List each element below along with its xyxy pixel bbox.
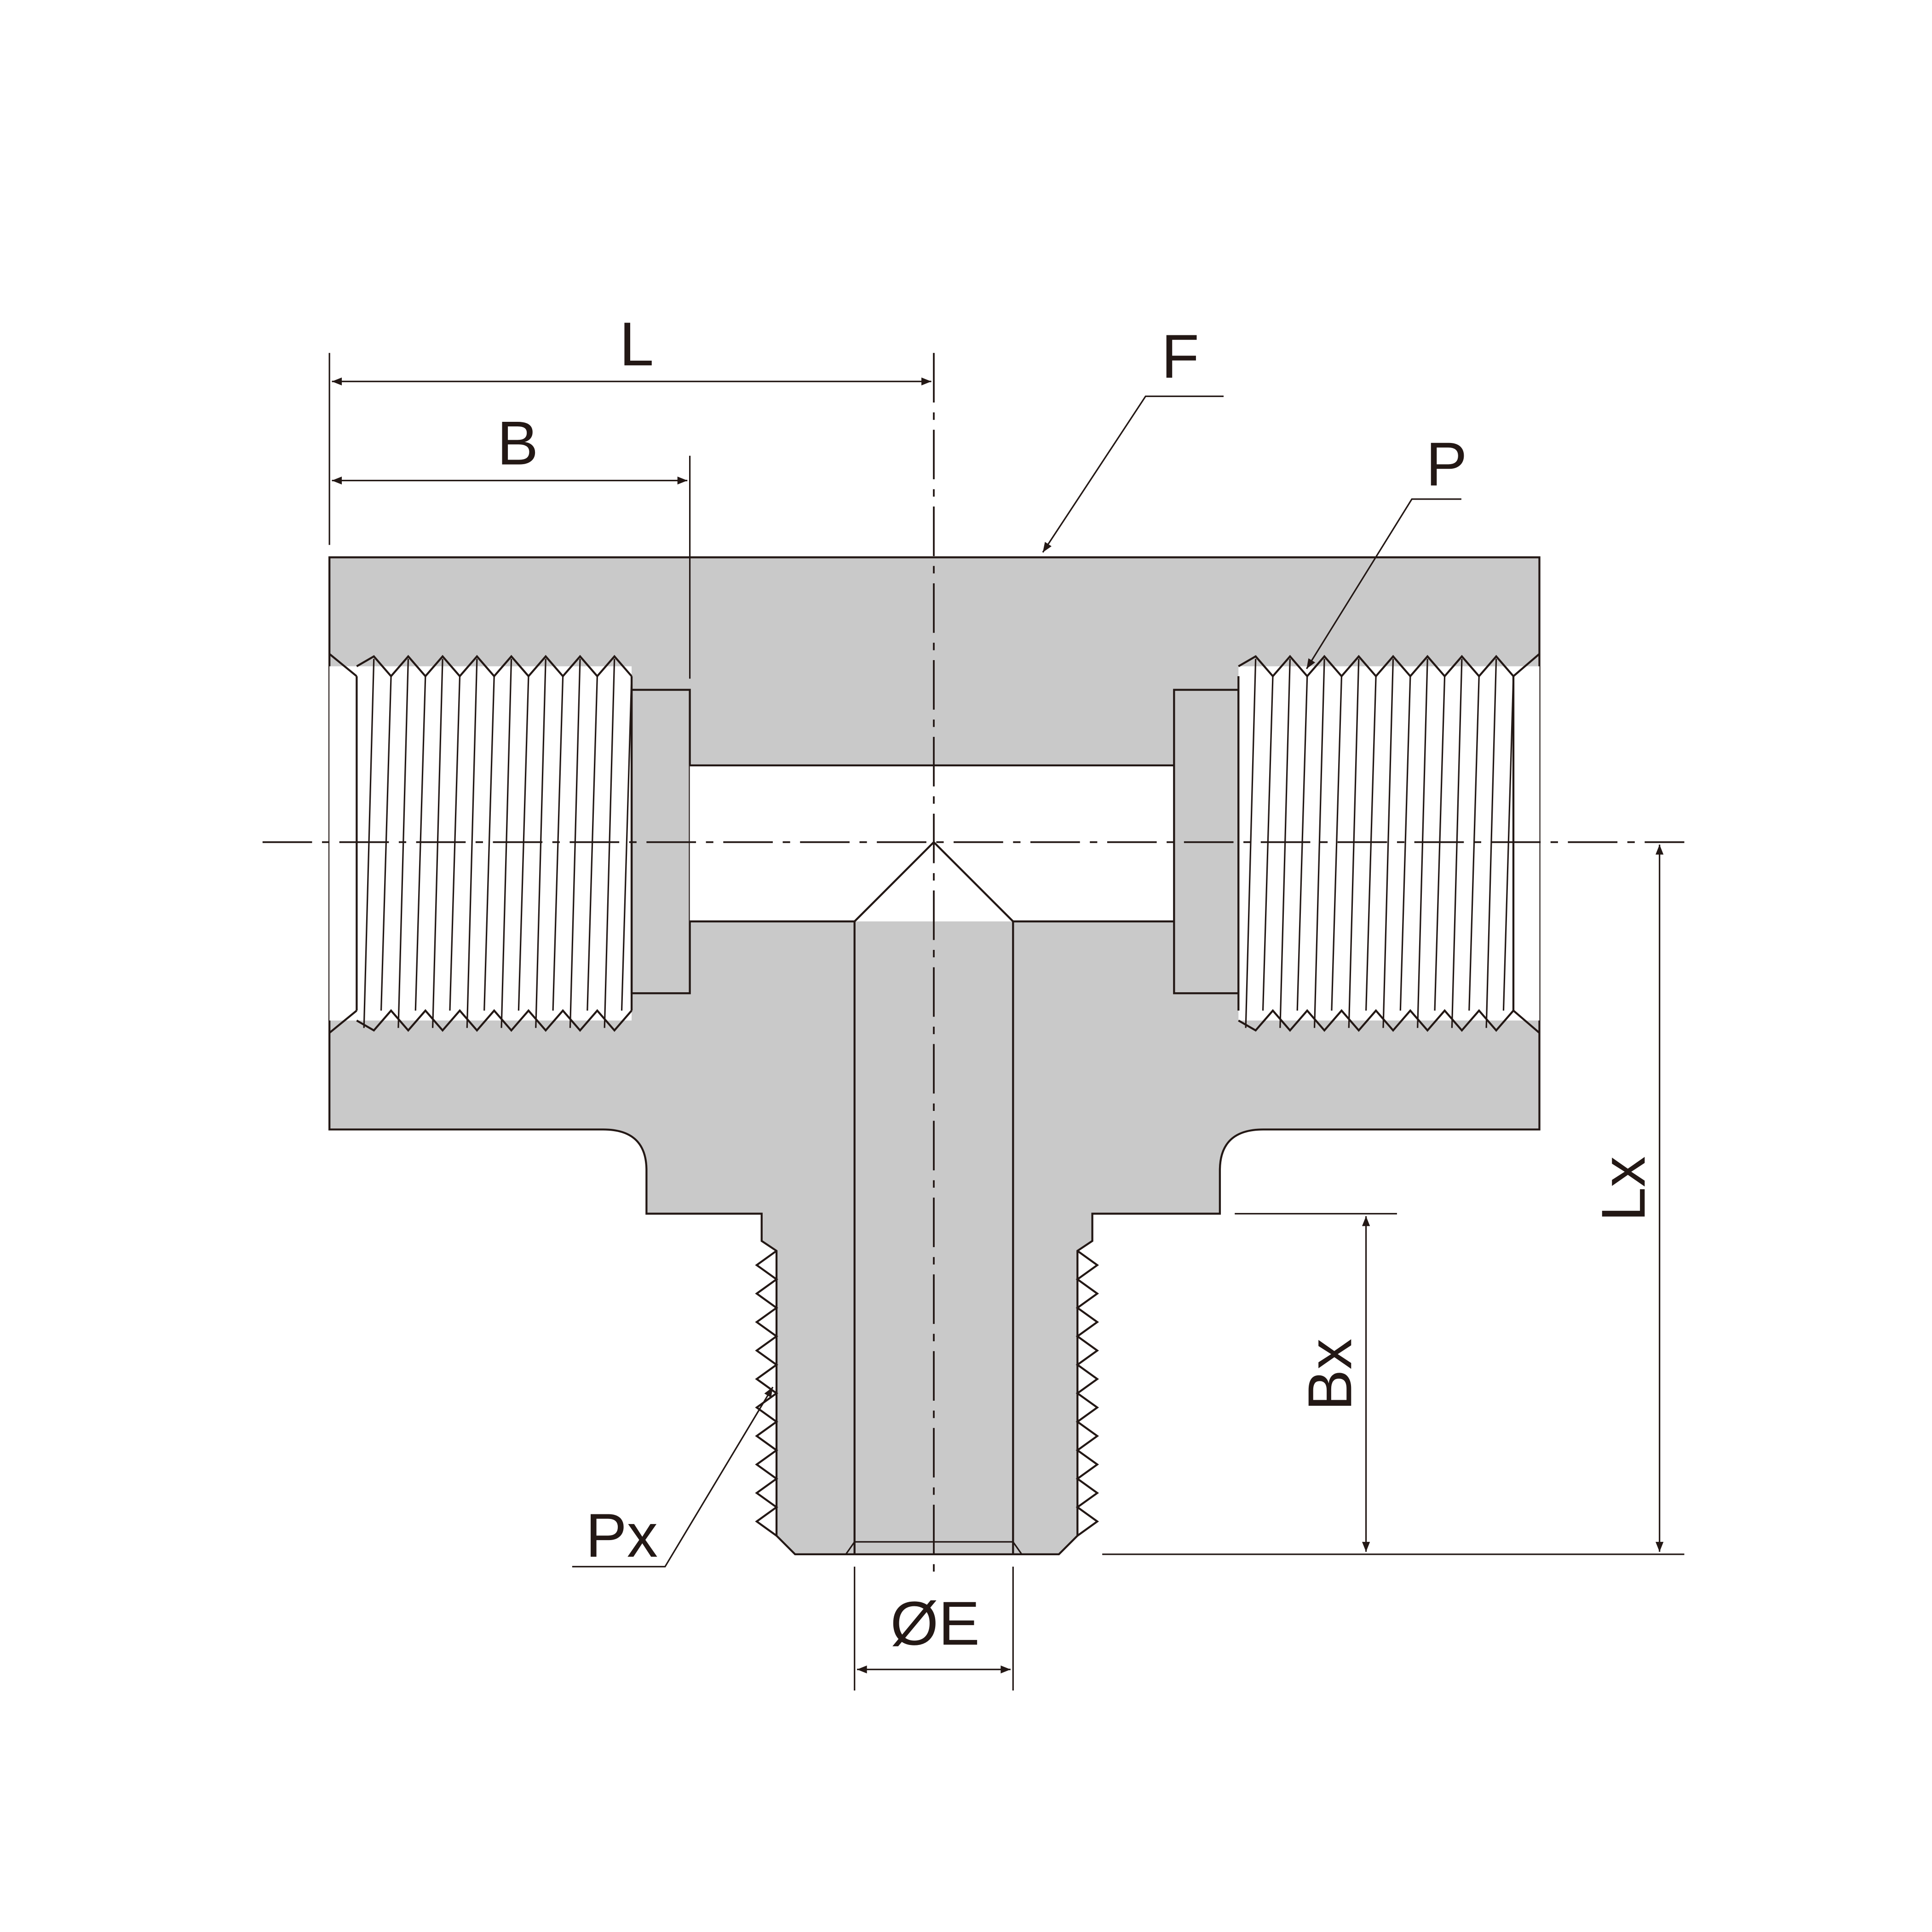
thread-line bbox=[569, 659, 581, 1028]
thread-line bbox=[1279, 659, 1291, 1028]
leader-P bbox=[1306, 498, 1461, 669]
thread-line bbox=[1331, 676, 1343, 1011]
label-F: F bbox=[1162, 322, 1199, 391]
thread-line bbox=[1485, 659, 1497, 1028]
thread-line bbox=[356, 1009, 632, 1032]
label-L: L bbox=[619, 309, 654, 379]
thread-line bbox=[621, 676, 632, 1011]
thread-line bbox=[1238, 655, 1514, 678]
thread-line bbox=[1468, 676, 1480, 1011]
label-E: ØE bbox=[890, 1588, 979, 1658]
thread-line bbox=[1451, 659, 1463, 1028]
thread-line bbox=[604, 659, 615, 1028]
label-P: P bbox=[1426, 429, 1467, 499]
label-B: B bbox=[497, 408, 538, 478]
thread-line bbox=[432, 659, 443, 1028]
thread-line bbox=[586, 676, 598, 1011]
thread-line bbox=[552, 676, 564, 1011]
left-thread-bore bbox=[329, 666, 632, 1021]
thread-line bbox=[1313, 659, 1325, 1028]
thread-line bbox=[518, 676, 529, 1011]
thread-line bbox=[1238, 1009, 1514, 1032]
thread-line bbox=[1434, 676, 1446, 1011]
thread-lines bbox=[328, 653, 1540, 1537]
label-Lx: Lx bbox=[1588, 1156, 1658, 1222]
label-Px: Px bbox=[586, 1501, 658, 1570]
thread-line bbox=[1348, 659, 1360, 1028]
thread-line bbox=[1365, 676, 1377, 1011]
thread-line bbox=[328, 653, 1540, 1034]
label-Bx: Bx bbox=[1295, 1339, 1364, 1411]
thread-line bbox=[449, 676, 461, 1011]
thread-line bbox=[500, 659, 512, 1028]
thread-line bbox=[414, 676, 426, 1011]
leader-Px bbox=[572, 1386, 774, 1568]
thread-line bbox=[535, 659, 546, 1028]
thread-line bbox=[1382, 659, 1394, 1028]
thread-line bbox=[1245, 659, 1257, 1028]
thread-line bbox=[755, 1250, 778, 1537]
thread-line bbox=[363, 659, 375, 1028]
thread-line bbox=[1262, 676, 1274, 1011]
thread-line bbox=[1417, 659, 1428, 1028]
thread-line bbox=[356, 655, 632, 678]
thread-line bbox=[397, 659, 409, 1028]
thread-line bbox=[466, 659, 478, 1028]
thread-line bbox=[1296, 676, 1308, 1011]
leader-F bbox=[1042, 395, 1224, 553]
thread-line bbox=[1502, 676, 1514, 1011]
thread-line bbox=[380, 676, 392, 1011]
thread-line bbox=[483, 676, 495, 1011]
thread-line bbox=[1399, 676, 1411, 1011]
thread-line bbox=[1075, 1250, 1099, 1537]
